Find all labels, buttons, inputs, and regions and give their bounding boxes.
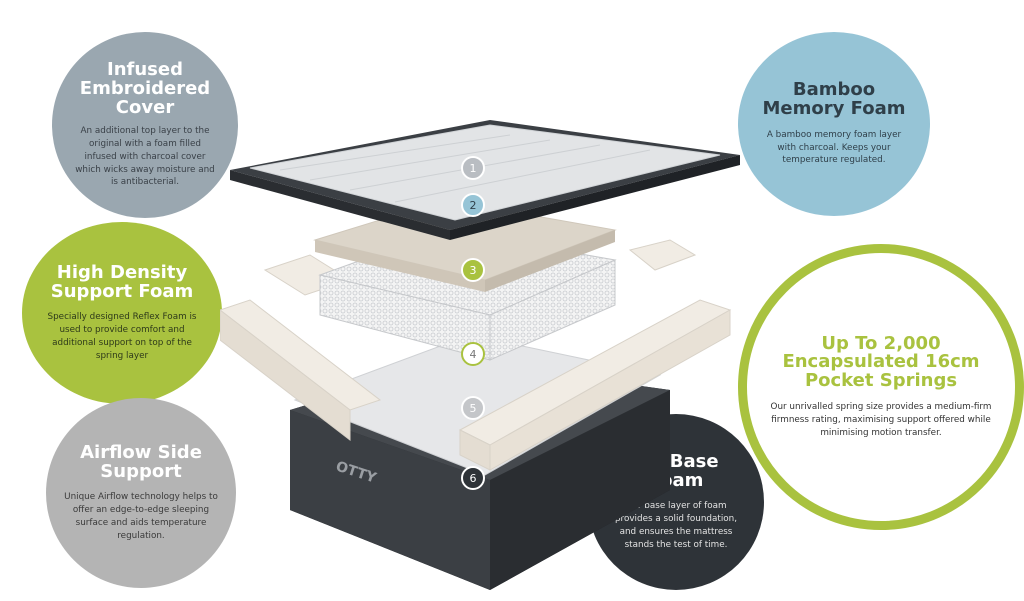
layer-description: Unique Airflow technology helps to offer… [64,492,218,541]
layer-badge: 5 [461,396,485,420]
layer-title: Infused Embroidered Cover [79,58,211,118]
svg-text:3: 3 [470,264,477,277]
airflow-side-support-layer [220,239,732,471]
layer-badge: 6 [461,466,485,490]
layer-badge: 4 [461,342,485,366]
layer-badge: 3 [461,258,485,282]
layer-description: Specially designed Reflex Foam is used t… [47,312,197,361]
layer-description: Our base layer of foam provides a solid … [614,501,738,550]
layer-title: Up To 2,000 Encapsulated 16cm Pocket Spr… [782,332,980,392]
layer-circle-springs: Up To 2,000 Encapsulated 16cm Pocket Spr… [738,244,1024,530]
svg-text:5: 5 [470,402,477,415]
layer-title: Airflow Side Support [80,441,202,482]
layer-title: Bamboo Memory Foam [762,78,906,119]
layer-circle-airflow: Airflow Side Support Unique Airflow tech… [46,398,236,588]
layer-title: High Density Support Foam [50,261,194,302]
layer-badge: 1 [461,156,485,180]
layer-circle-cover: Infused Embroidered Cover An additional … [52,32,238,218]
layer-circle-bamboo: Bamboo Memory Foam A bamboo memory foam … [738,32,930,216]
mattress-exploded-illustration: OTTY 1 2 [220,120,740,590]
layer-description: A bamboo memory foam layer with charcoal… [766,129,902,166]
layer-description: Our unrivalled spring size provides a me… [770,402,992,438]
layer-description: An additional top layer to the original … [75,126,215,188]
svg-text:2: 2 [470,199,477,212]
cover-layer [230,120,740,240]
layer-circle-support-foam: High Density Support Foam Specially desi… [22,222,222,404]
layer-badge: 2 [461,193,485,217]
svg-text:1: 1 [470,162,477,175]
svg-text:6: 6 [470,472,477,485]
svg-text:4: 4 [470,348,477,361]
